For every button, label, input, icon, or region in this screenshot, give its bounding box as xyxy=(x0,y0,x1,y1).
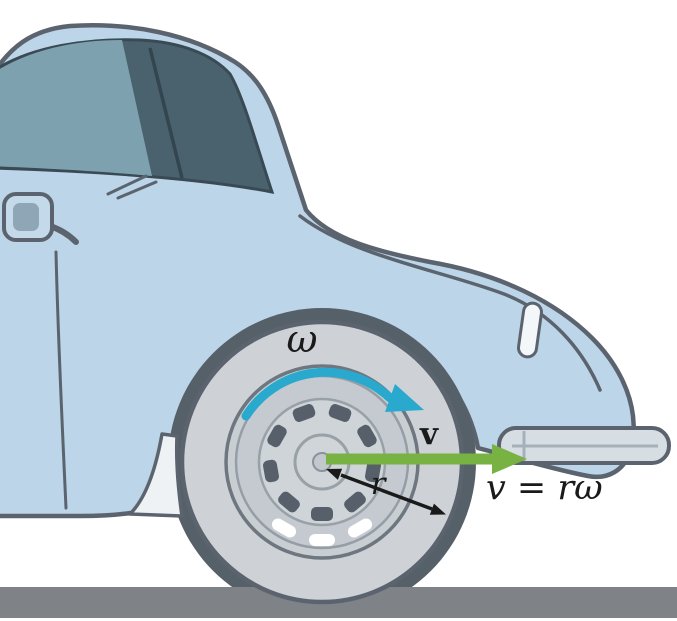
radius-arrow-line xyxy=(340,473,433,511)
side-mirror xyxy=(2,192,79,245)
hub-slot xyxy=(267,424,287,448)
hub-slots xyxy=(262,404,382,521)
wheel xyxy=(179,319,465,605)
hub-slot xyxy=(262,459,280,483)
rotation-arrow-arc xyxy=(241,367,395,421)
front-trim xyxy=(516,301,544,359)
omega-label: ω xyxy=(287,317,318,361)
hub-slot xyxy=(364,459,382,483)
rotation-arrowhead xyxy=(385,384,424,412)
hub-slot xyxy=(328,404,352,422)
rim-vent-slot xyxy=(271,518,297,538)
radius-arrowhead-center xyxy=(326,468,343,480)
velocity-arrow xyxy=(326,444,527,474)
velocity-arrowhead xyxy=(492,444,527,474)
hub-slot xyxy=(292,404,316,422)
rotation-arrow xyxy=(241,367,424,421)
radius-label: r xyxy=(371,466,388,502)
mirror-glass xyxy=(13,203,39,231)
hub-slot xyxy=(311,507,333,521)
hub-slot xyxy=(357,424,377,448)
hub-slot xyxy=(344,491,366,513)
window-highlight xyxy=(0,40,152,176)
hood-crease-line xyxy=(298,214,602,392)
door-seam-line xyxy=(54,250,68,510)
hub-slot xyxy=(278,491,300,513)
rim-vent-slots xyxy=(271,518,373,546)
radius-arrow xyxy=(326,468,446,515)
rim-vent-slot xyxy=(309,534,335,546)
running-board xyxy=(128,432,184,518)
velocity-label: v xyxy=(419,416,439,452)
rim-vent-slot xyxy=(347,518,373,538)
front-bumper xyxy=(497,426,671,465)
vent-window-divider xyxy=(148,47,184,179)
windshield-wiper xyxy=(106,174,158,200)
car-illustration xyxy=(0,23,637,519)
equation-label: v = rω xyxy=(486,468,603,508)
radius-arrowhead-rim xyxy=(429,503,446,515)
